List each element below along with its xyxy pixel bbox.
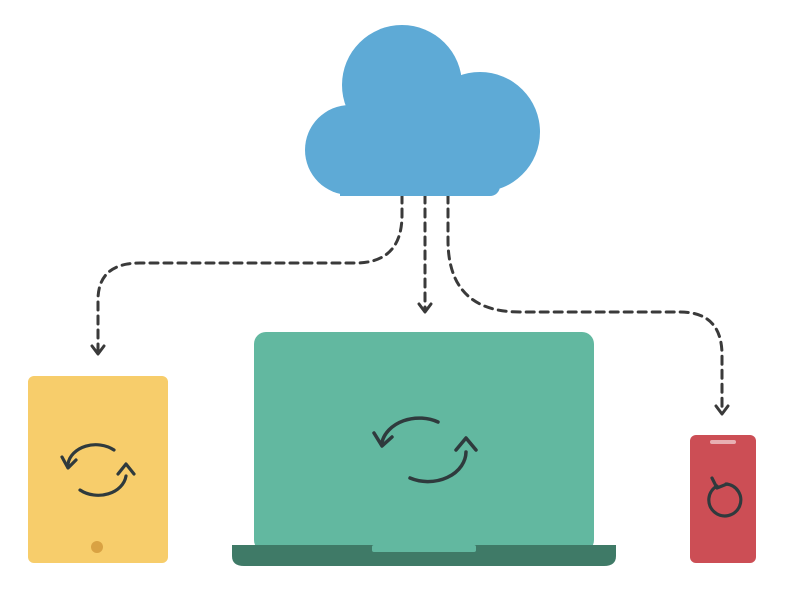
phone-speaker bbox=[710, 440, 736, 444]
arrow-head-tablet-icon bbox=[90, 344, 106, 356]
tablet-home-button bbox=[91, 541, 103, 553]
arrow-heads bbox=[90, 302, 730, 416]
cloud-icon bbox=[305, 25, 540, 196]
arrow-head-laptop-icon bbox=[417, 302, 433, 314]
connector-cloud-to-tablet bbox=[96, 193, 404, 354]
connectors bbox=[96, 193, 724, 414]
phone-body bbox=[690, 435, 756, 563]
phone-device bbox=[690, 435, 756, 563]
tablet-device bbox=[28, 376, 168, 563]
laptop-notch bbox=[372, 545, 476, 552]
sync-icon bbox=[372, 416, 478, 484]
tablet-body bbox=[28, 376, 168, 563]
sync-icon bbox=[60, 443, 136, 497]
laptop-base bbox=[232, 545, 616, 566]
refresh-icon bbox=[707, 476, 743, 518]
arrow-head-phone-icon bbox=[714, 404, 730, 416]
connector-cloud-to-phone bbox=[446, 193, 724, 414]
laptop-device bbox=[232, 332, 616, 566]
laptop-screen bbox=[254, 332, 594, 552]
